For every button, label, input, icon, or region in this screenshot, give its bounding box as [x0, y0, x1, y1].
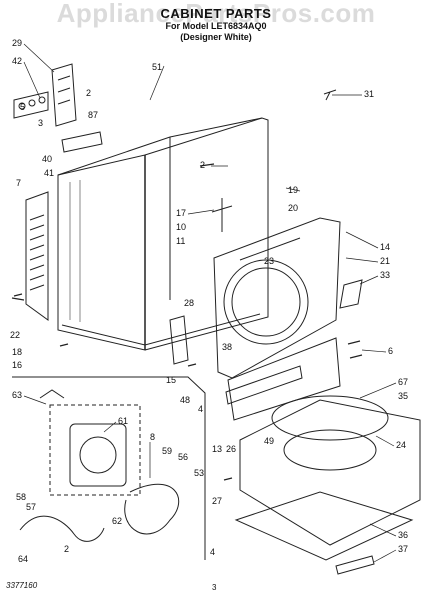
variant-line: (Designer White) — [180, 32, 252, 42]
terminal-block — [13, 63, 103, 153]
callout-23: 23 — [264, 256, 274, 266]
rear-panel — [25, 191, 49, 321]
callout-13: 13 — [212, 444, 222, 454]
callout-2-b: 2 — [200, 160, 205, 170]
callout-3: 3 — [38, 118, 43, 128]
callout-15: 15 — [166, 375, 176, 385]
callout-2-a: 2 — [86, 88, 91, 98]
cabinet-body — [57, 117, 269, 351]
callout-35: 35 — [398, 391, 408, 401]
watermark: AppliancePartsPros.com — [56, 0, 376, 28]
callout-59: 59 — [162, 446, 172, 456]
callout-48: 48 — [180, 395, 190, 405]
callout-63: 63 — [12, 390, 22, 400]
door-catch — [339, 279, 363, 309]
callout-31: 31 — [364, 89, 374, 99]
base-assembly — [234, 395, 421, 575]
motor-assembly — [39, 389, 141, 496]
callout-62: 62 — [112, 516, 122, 526]
toe-panel — [225, 337, 341, 421]
callout-61: 61 — [118, 416, 128, 426]
callout-27: 27 — [212, 496, 222, 506]
callout-16: 16 — [12, 360, 22, 370]
page-number: 3 — [212, 583, 217, 592]
front-panel — [213, 217, 341, 379]
callout-24: 24 — [396, 440, 406, 450]
bracket — [169, 315, 189, 365]
callout-28: 28 — [184, 298, 194, 308]
wire-harness — [19, 515, 105, 542]
callout-8: 8 — [150, 432, 155, 442]
callout-7: 7 — [16, 178, 21, 188]
callout-41: 41 — [44, 168, 54, 178]
fasteners — [11, 163, 363, 481]
callout-17: 17 — [176, 208, 186, 218]
callout-14: 14 — [380, 242, 390, 252]
callout-6: 6 — [388, 346, 393, 356]
document-number: 3377160 — [6, 581, 38, 590]
callout-4-a: 4 — [198, 404, 203, 414]
callout-33: 33 — [380, 270, 390, 280]
callout-29: 29 — [12, 38, 22, 48]
callout-42: 42 — [12, 56, 22, 66]
callout-22: 22 — [10, 330, 20, 340]
callout-64: 64 — [18, 554, 28, 564]
callout-10: 10 — [176, 222, 186, 232]
callout-26: 26 — [226, 444, 236, 454]
subassembly-divider — [12, 376, 206, 560]
callout-58: 58 — [16, 492, 26, 502]
callout-2-c: 2 — [64, 544, 69, 554]
callout-87: 87 — [88, 110, 98, 120]
callout-67: 67 — [398, 377, 408, 387]
leader-lines — [23, 43, 397, 563]
callout-38: 38 — [222, 342, 232, 352]
page-title: CABINET PARTS — [160, 6, 272, 21]
callout-51: 51 — [152, 62, 162, 72]
callout-21: 21 — [380, 256, 390, 266]
callout-57: 57 — [26, 502, 36, 512]
callout-5: 5 — [20, 102, 25, 112]
callout-53: 53 — [194, 468, 204, 478]
bracket-clip — [211, 198, 233, 232]
drive-belt — [124, 483, 180, 535]
callout-37: 37 — [398, 544, 408, 554]
callout-20: 20 — [288, 203, 298, 213]
callout-11: 11 — [176, 236, 185, 246]
callout-49: 49 — [264, 436, 274, 446]
model-line: For Model LET6834AQ0 — [165, 21, 267, 31]
callout-40: 40 — [42, 154, 52, 164]
callout-36: 36 — [398, 530, 408, 540]
callout-labels: 29 42 5 3 87 40 41 7 22 18 16 2 51 31 2 … — [10, 38, 408, 564]
callout-18: 18 — [12, 347, 22, 357]
callout-4-b: 4 — [210, 547, 215, 557]
callout-56: 56 — [178, 452, 188, 462]
part-clip — [323, 89, 337, 101]
callout-19: 19 — [288, 185, 298, 195]
